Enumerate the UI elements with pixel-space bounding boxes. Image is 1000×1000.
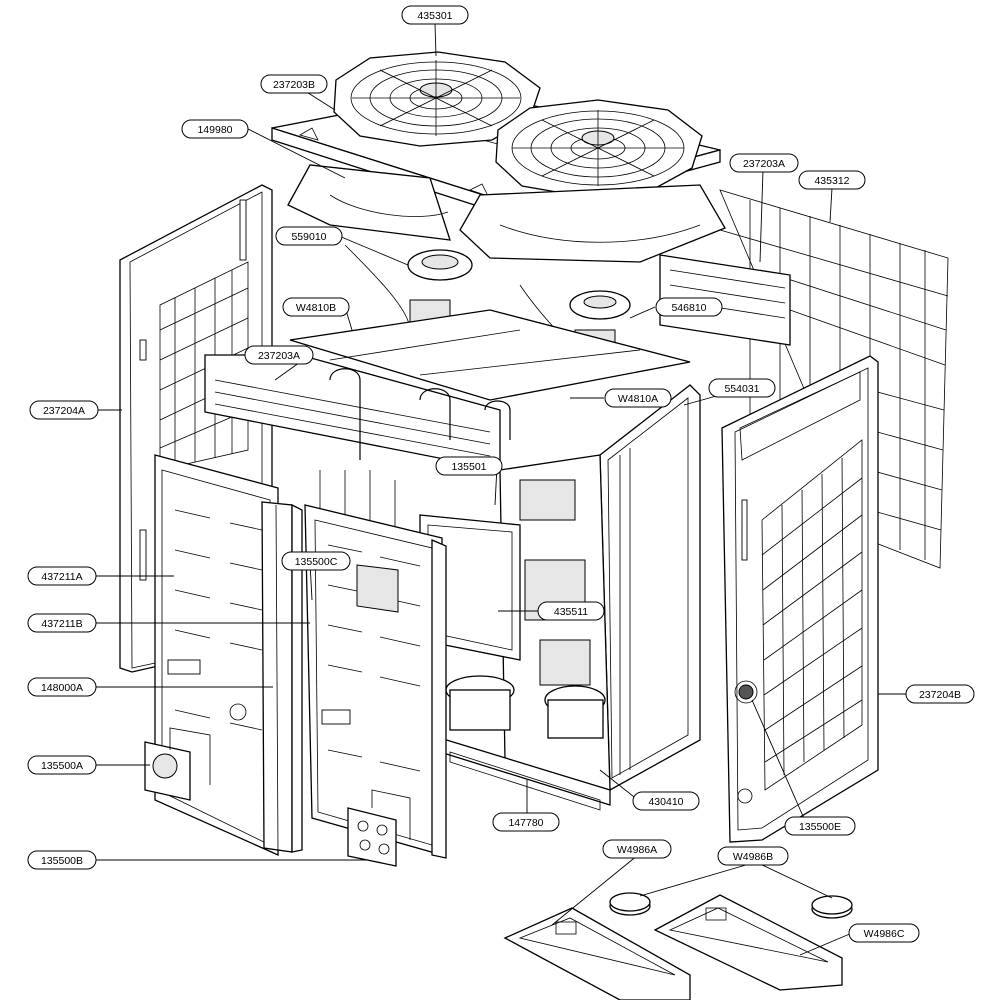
part-tag: W4986C: [848, 923, 920, 943]
part-number: 437211A: [41, 571, 82, 583]
part-tag: 237204B: [905, 684, 975, 704]
part-tag: 435312: [798, 170, 866, 190]
fan-guard-right: [495, 99, 703, 197]
part-tag: 437211A: [27, 566, 97, 586]
right-side-panel: [721, 355, 879, 843]
part-number: 435511: [554, 606, 588, 618]
gland-plate-b: [347, 789, 411, 867]
part-number: 237203A: [743, 158, 785, 170]
part-tag: W4986B: [717, 846, 789, 866]
part-tag: 148000A: [27, 677, 97, 697]
part-number: 135500C: [295, 556, 338, 568]
part-number: 237203B: [273, 79, 315, 91]
part-number: W4810A: [618, 393, 658, 405]
part-tag: 237203B: [260, 74, 328, 94]
front-panel-right: [304, 504, 447, 859]
part-number: W4810B: [296, 302, 336, 314]
part-tag: W4810B: [282, 297, 350, 317]
gland-plate-a: [144, 727, 211, 801]
part-tag: 554031: [708, 378, 776, 398]
cap-right: [811, 895, 853, 919]
part-number: 554031: [724, 383, 759, 395]
cap-left: [609, 892, 651, 916]
bottom-cover-a: [503, 907, 691, 1000]
centre-pillar: [261, 501, 303, 853]
part-tag: 435511: [537, 601, 605, 621]
part-number: 546810: [671, 302, 706, 314]
part-tag: 546810: [655, 297, 723, 317]
right-panel-grille: [761, 439, 863, 791]
fan-guard-left: [333, 51, 541, 147]
part-tag: 135500B: [27, 850, 97, 870]
part-tag: 135500E: [784, 816, 856, 836]
part-tag: 149980: [181, 119, 249, 139]
part-number: 135500A: [41, 760, 83, 772]
part-tag: W4986A: [602, 839, 672, 859]
part-tag: 135501: [435, 456, 503, 476]
part-number: 435312: [814, 175, 849, 187]
leader-lines: [96, 23, 906, 956]
part-number: W4986A: [617, 844, 657, 856]
part-number: 135500E: [799, 821, 841, 833]
part-number: 237203A: [258, 350, 300, 362]
part-number: 237204A: [43, 405, 85, 417]
part-number: 559010: [291, 231, 326, 243]
part-number: 435301: [417, 10, 452, 22]
part-number: 437211B: [41, 618, 82, 630]
part-tag: 147780: [492, 812, 560, 832]
part-tag: 430410: [632, 791, 700, 811]
part-number: 430410: [648, 796, 683, 808]
part-tag: W4810A: [604, 388, 672, 408]
part-tag: 237204A: [29, 400, 99, 420]
part-number: 147780: [508, 817, 543, 829]
part-number: 237204B: [919, 689, 961, 701]
part-tag: 237203A: [729, 153, 799, 173]
part-number: W4986B: [733, 851, 773, 863]
part-tag: 135500C: [281, 551, 351, 571]
part-number: 135501: [451, 461, 486, 473]
bottom-cover-c: [653, 894, 843, 991]
part-number: W4986C: [864, 928, 905, 940]
part-number: 149980: [197, 124, 232, 136]
part-tags: 435301 237203B 149980 237203A 435312 559…: [27, 5, 975, 943]
part-number: 148000A: [41, 682, 83, 694]
part-tag: 559010: [275, 226, 343, 246]
part-tag: 437211B: [27, 613, 97, 633]
part-tag: 237203A: [244, 345, 314, 365]
part-tag: 135500A: [27, 755, 97, 775]
part-number: 135500B: [41, 855, 83, 867]
part-tag: 435301: [401, 5, 469, 25]
